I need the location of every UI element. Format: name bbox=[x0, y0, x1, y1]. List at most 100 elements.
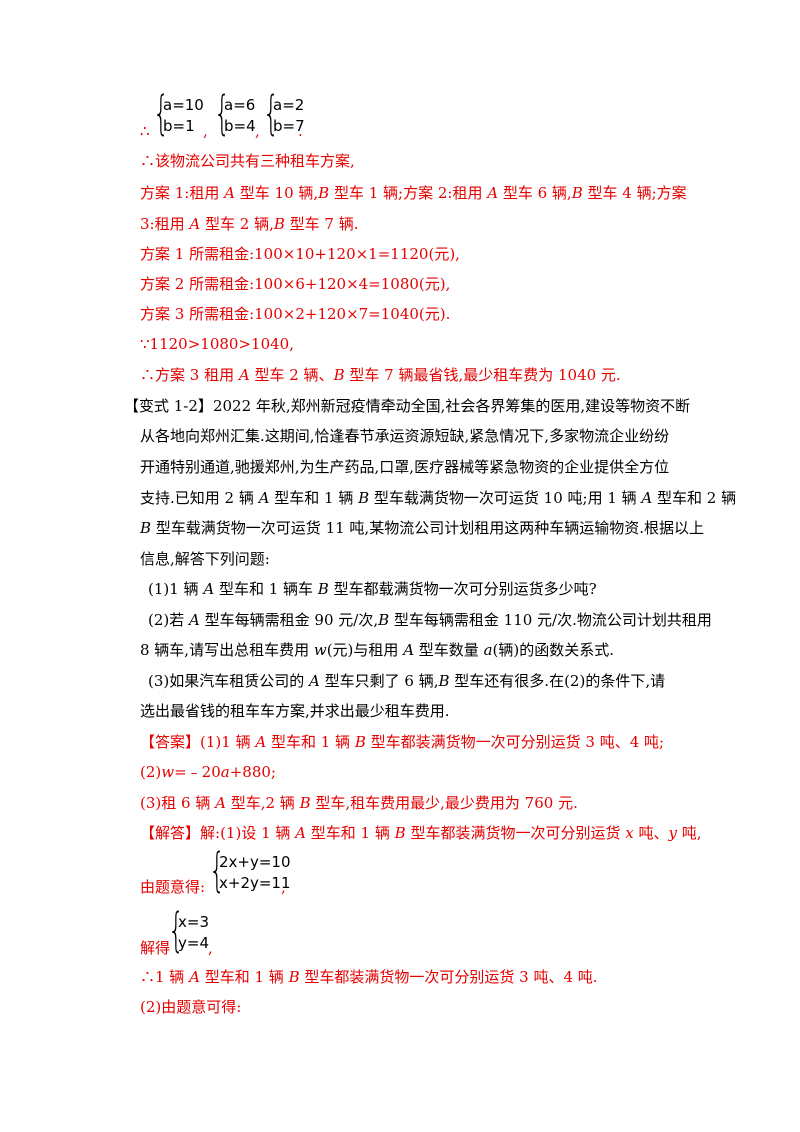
var-a: a bbox=[220, 763, 230, 781]
question-3-line-2: 选出最省钱的租车车方案,并求出最少租车费用. bbox=[140, 702, 450, 720]
system-1: a=10 b=1 bbox=[163, 95, 204, 137]
problem-line-3: 开通特别通道,驰援郑州,为生产药品,口罩,医疗器械等紧急物资的企业提供全方位 bbox=[140, 458, 670, 476]
text: 型车每辆需租金 110 元/次.物流公司计划共租用 bbox=[389, 611, 712, 629]
var-B: B bbox=[140, 519, 152, 537]
solution-label: 【解答】 bbox=[140, 824, 201, 842]
solution-system: x=3 y=4 bbox=[178, 912, 209, 954]
var-B: B bbox=[288, 968, 300, 986]
system-line: b=1 bbox=[163, 117, 195, 135]
var-B: B bbox=[438, 672, 450, 690]
text: 2022 年秋,郑州新冠疫情牵动全国,社会各界筹集的医用,建设等物资不断 bbox=[212, 397, 691, 415]
text: 型车 6 辆, bbox=[498, 184, 572, 202]
text: 方案 1:租用 bbox=[140, 184, 225, 202]
text: 型车都装满货物一次可分别运货 3 吨、4 吨; bbox=[365, 733, 665, 751]
problem-line-1: 【变式 1-2】2022 年秋,郑州新冠疫情牵动全国,社会各界筹集的医用,建设等… bbox=[124, 395, 690, 417]
text: 型车和 2 辆 bbox=[652, 489, 737, 507]
question-2-line-2: 8 辆车,请写出总租车费用 w(元)与租用 A 型车数量 a(辆)的函数关系式. bbox=[140, 639, 614, 661]
equation-line: 2x+y=10 bbox=[219, 853, 291, 871]
text: 型车和 1 辆 bbox=[266, 733, 355, 751]
solution-line-1: 【解答】解:(1)设 1 辆 A 型车和 1 辆 B 型车都装满货物一次可分别运… bbox=[140, 822, 702, 844]
text: (元)与租用 bbox=[326, 641, 404, 659]
text: =﹣20 bbox=[174, 763, 221, 781]
var-x: x bbox=[625, 824, 634, 842]
plan-2-cost: 方案 2 所需租金:100×6+120×4=1080(元), bbox=[140, 275, 451, 293]
var-w: w bbox=[313, 641, 327, 659]
var-B: B bbox=[354, 733, 366, 751]
var-A: A bbox=[224, 184, 235, 202]
text: 型车每辆需租金 90 元/次, bbox=[199, 611, 379, 629]
therefore-symbol: ∴ bbox=[140, 122, 150, 140]
text: 型车都装满货物一次可分别运货 3 吨、4 吨. bbox=[299, 968, 598, 986]
text: 型车和 1 辆 bbox=[199, 968, 289, 986]
problem-line-4: 支持.已知用 2 辆 A 型车和 1 辆 B 型车载满货物一次可运货 10 吨;… bbox=[140, 487, 736, 509]
var-A: A bbox=[189, 611, 200, 629]
separator: . bbox=[298, 122, 303, 140]
var-B: B bbox=[317, 580, 329, 598]
text: 型车 4 辆;方案 bbox=[582, 184, 687, 202]
solution-conclusion: ∴1 辆 A 型车和 1 辆 B 型车都装满货物一次可分别运货 3 吨、4 吨. bbox=[140, 966, 598, 988]
var-A: A bbox=[255, 733, 267, 751]
text: 型车 1 辆;方案 2:租用 bbox=[329, 184, 488, 202]
question-2-line-1: (2)若 A 型车每辆需租金 90 元/次,B 型车每辆需租金 110 元/次.… bbox=[148, 609, 712, 631]
separator: , bbox=[208, 939, 213, 957]
left-brace: { bbox=[153, 86, 170, 140]
text: 型车,2 辆 bbox=[225, 794, 300, 812]
text: 型车 7 辆. bbox=[284, 215, 359, 233]
system-2: a=6 b=4 bbox=[224, 95, 256, 137]
text: 型车数量 bbox=[414, 641, 484, 659]
text: (3)租 6 辆 bbox=[140, 794, 216, 812]
text: 型车载满货物一次可运货 10 吨;用 1 辆 bbox=[369, 489, 642, 507]
system-line: b=7 bbox=[273, 117, 305, 135]
comparison-line: ∵1120>1080>1040, bbox=[140, 335, 294, 353]
text: 型车和 1 辆车 bbox=[214, 580, 318, 598]
left-brace: { bbox=[263, 86, 280, 140]
answer-label: 【答案】 bbox=[140, 733, 201, 751]
var-A: A bbox=[641, 489, 653, 507]
text: ∴1 辆 bbox=[140, 968, 190, 986]
text: (2) bbox=[140, 763, 162, 781]
text: (3)如果汽车租赁公司的 bbox=[148, 672, 310, 690]
text: 解:(1)设 1 辆 bbox=[200, 824, 296, 842]
var-B: B bbox=[394, 824, 406, 842]
var-A: A bbox=[203, 580, 215, 598]
var-A: A bbox=[295, 824, 307, 842]
separator: , bbox=[203, 122, 208, 140]
var-A: A bbox=[258, 489, 270, 507]
answer-line-1: 【答案】(1)1 辆 A 型车和 1 辆 B 型车都装满货物一次可分别运货 3 … bbox=[140, 731, 664, 753]
left-brace: { bbox=[209, 843, 226, 897]
text: 型车 2 辆, bbox=[200, 215, 274, 233]
text: (2)若 bbox=[148, 611, 190, 629]
text: 型车 2 辆、 bbox=[249, 366, 334, 384]
var-B: B bbox=[299, 794, 311, 812]
var-a: a bbox=[483, 641, 493, 659]
var-A: A bbox=[309, 672, 320, 690]
system-line: a=10 bbox=[163, 96, 204, 114]
plan-description-line-2: 3:租用 A 型车 2 辆,B 型车 7 辆. bbox=[140, 213, 359, 235]
var-B: B bbox=[273, 215, 285, 233]
text: 型车 10 辆, bbox=[234, 184, 319, 202]
text: 支持.已知用 2 辆 bbox=[140, 489, 259, 507]
plan-count-line: ∴该物流公司共有三种租车方案, bbox=[140, 152, 355, 170]
text: 吨、 bbox=[633, 824, 669, 842]
problem-line-6: 信息,解答下列问题: bbox=[140, 550, 270, 568]
text: 型车载满货物一次可运货 11 吨,某物流公司计划租用这两种车辆运输物资.根据以上 bbox=[151, 519, 704, 537]
text: 型车和 1 辆 bbox=[269, 489, 359, 507]
plan-3-cost: 方案 3 所需租金:100×2+120×7=1040(元). bbox=[140, 305, 451, 323]
problem-line-2: 从各地向郑州汇集.这期间,恰逢春节承运资源短缺,紧急情况下,多家物流企业纷纷 bbox=[140, 427, 670, 445]
var-B: B bbox=[333, 366, 345, 384]
text: 型车和 1 辆 bbox=[306, 824, 395, 842]
var-A: A bbox=[189, 968, 200, 986]
equation-prefix: 由题意得: bbox=[140, 878, 206, 896]
text: 吨, bbox=[676, 824, 702, 842]
text: (辆)的函数关系式. bbox=[492, 641, 615, 659]
text: 型车还有很多.在(2)的条件下,请 bbox=[449, 672, 666, 690]
equation-line: y=4 bbox=[178, 934, 209, 952]
separator: , bbox=[255, 122, 260, 140]
var-A: A bbox=[189, 215, 201, 233]
var-B: B bbox=[571, 184, 583, 202]
var-A: A bbox=[215, 794, 226, 812]
var-B: B bbox=[318, 184, 330, 202]
text: 型车都载满货物一次可分别运货多少吨? bbox=[328, 580, 597, 598]
var-y: y bbox=[668, 824, 677, 842]
